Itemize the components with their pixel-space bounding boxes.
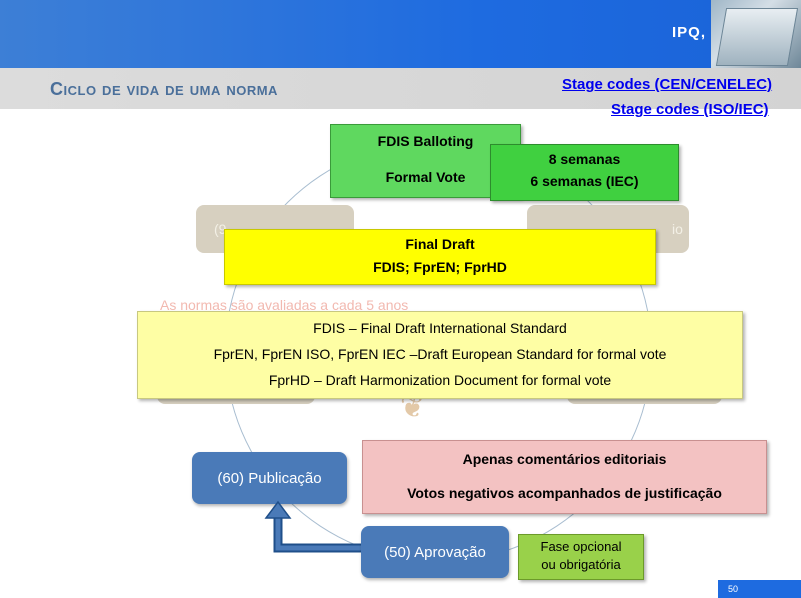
stage-aprovacao: (50) Aprovação bbox=[361, 526, 509, 578]
editorial-comments-label: Apenas comentários editoriais bbox=[462, 451, 667, 467]
ipq-logo: IPQ, bbox=[672, 24, 707, 41]
stage-codes-cen-link[interactable]: Stage codes (CEN/CENELEC) bbox=[562, 76, 773, 93]
ghost-stage-label: (9 bbox=[214, 221, 227, 237]
definition-fdis: FDIS – Final Draft International Standar… bbox=[313, 320, 567, 336]
fdis-balloting-box: FDIS Balloting Formal Vote bbox=[330, 124, 521, 198]
optional-phase-line-1: Fase opcional bbox=[540, 539, 622, 554]
weeks-line-2: 6 semanas (IEC) bbox=[530, 173, 639, 189]
definition-fpren: FprEN, FprEN ISO, FprEN IEC –Draft Europ… bbox=[213, 346, 667, 362]
final-draft-label: Final Draft bbox=[405, 236, 475, 252]
header-bar bbox=[0, 0, 801, 68]
final-draft-codes: FDIS; FprEN; FprHD bbox=[373, 259, 507, 275]
page-number: 50 bbox=[718, 580, 801, 598]
arrow-icon bbox=[264, 500, 362, 553]
weeks-box: 8 semanas 6 semanas (IEC) bbox=[490, 144, 679, 201]
fdis-balloting-label: FDIS Balloting bbox=[377, 133, 474, 149]
stage-publicacao: (60) Publicação bbox=[192, 452, 347, 504]
comments-box: Apenas comentários editoriais Votos nega… bbox=[362, 440, 767, 514]
definitions-box: FDIS – Final Draft International Standar… bbox=[137, 311, 743, 399]
final-draft-box: Final Draft FDIS; FprEN; FprHD bbox=[224, 229, 656, 285]
faded-caption: As normas são avaliadas a cada 5 anos bbox=[160, 297, 409, 313]
formal-vote-label: Formal Vote bbox=[385, 169, 466, 185]
building-image bbox=[715, 8, 799, 66]
optional-phase-box: Fase opcional ou obrigatória bbox=[518, 534, 644, 580]
header-photo bbox=[711, 0, 801, 68]
page-number-label: 50 bbox=[728, 584, 739, 594]
page-title: Ciclo de vida de uma norma bbox=[50, 79, 278, 99]
optional-phase-line-2: ou obrigatória bbox=[541, 557, 621, 572]
ghost-stage-label: io bbox=[672, 221, 683, 237]
weeks-line-1: 8 semanas bbox=[548, 151, 621, 167]
stage-codes-iso-link[interactable]: Stage codes (ISO/IEC) bbox=[611, 101, 769, 118]
definition-fprhd: FprHD – Draft Harmonization Document for… bbox=[268, 372, 612, 388]
title-bar bbox=[0, 68, 801, 109]
negative-votes-label: Votos negativos acompanhados de justific… bbox=[407, 485, 722, 501]
